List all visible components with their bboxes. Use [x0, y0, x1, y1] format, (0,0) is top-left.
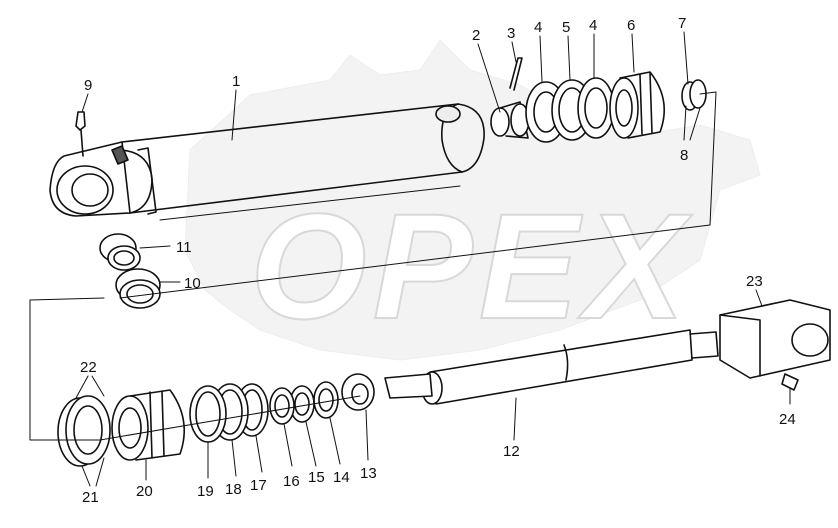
- seal-7-part: [681, 79, 707, 111]
- gland-20-part: [111, 389, 186, 461]
- callout-9: 9: [84, 77, 92, 94]
- piston-rod: [384, 329, 719, 405]
- callout-6: 6: [627, 17, 635, 34]
- bushing-10-part: [115, 268, 161, 309]
- callout-23: 23: [746, 273, 763, 290]
- callout-5: 5: [562, 19, 570, 36]
- callout-13: 13: [360, 465, 377, 482]
- seal-21-part: [57, 395, 111, 467]
- callout-18: 18: [225, 481, 242, 498]
- callout-22: 22: [80, 359, 97, 376]
- callout-17: 17: [250, 477, 267, 494]
- callout-19: 19: [197, 483, 214, 500]
- opex-watermark: OPEX: [184, 39, 761, 361]
- callout-14: 14: [333, 469, 350, 486]
- ring-19-part: [189, 385, 227, 443]
- callout-7: 7: [678, 15, 686, 32]
- callout-10: 10: [184, 275, 201, 292]
- guide-13-part: [341, 373, 375, 411]
- callout-1: 1: [232, 73, 240, 90]
- cylinder-barrel: [49, 103, 485, 217]
- callout-3: 3: [507, 25, 515, 42]
- piston-part: [609, 71, 666, 139]
- callout-4b: 4: [589, 17, 597, 34]
- watermark-text: OPEX: [250, 182, 693, 350]
- callout-2: 2: [472, 27, 480, 44]
- callout-21: 21: [82, 489, 99, 506]
- callout-16: 16: [283, 473, 300, 490]
- callout-labels: 1 2 3 4 5 4 6 7 8 9 10 11 12 13 14 15 16…: [80, 15, 796, 506]
- grease-nipple-part: [75, 111, 86, 157]
- callout-20: 20: [136, 483, 153, 500]
- ring-16-part: [269, 387, 295, 425]
- callout-12: 12: [503, 443, 520, 460]
- watermark-gear-shape: [184, 39, 761, 361]
- grease-nipple-24-part: [781, 373, 799, 391]
- leader-lines: [75, 31, 791, 487]
- callout-11: 11: [176, 239, 192, 256]
- rod-eye-part: [719, 299, 831, 379]
- cotter-pin-part: [509, 57, 523, 91]
- callout-15: 15: [308, 469, 325, 486]
- assembly-lines: [29, 91, 717, 441]
- callout-8: 8: [680, 147, 688, 164]
- callout-24: 24: [779, 411, 796, 428]
- callout-4a: 4: [534, 19, 542, 36]
- ring-4b-part: [577, 77, 615, 139]
- bushing-11-part: [99, 233, 141, 271]
